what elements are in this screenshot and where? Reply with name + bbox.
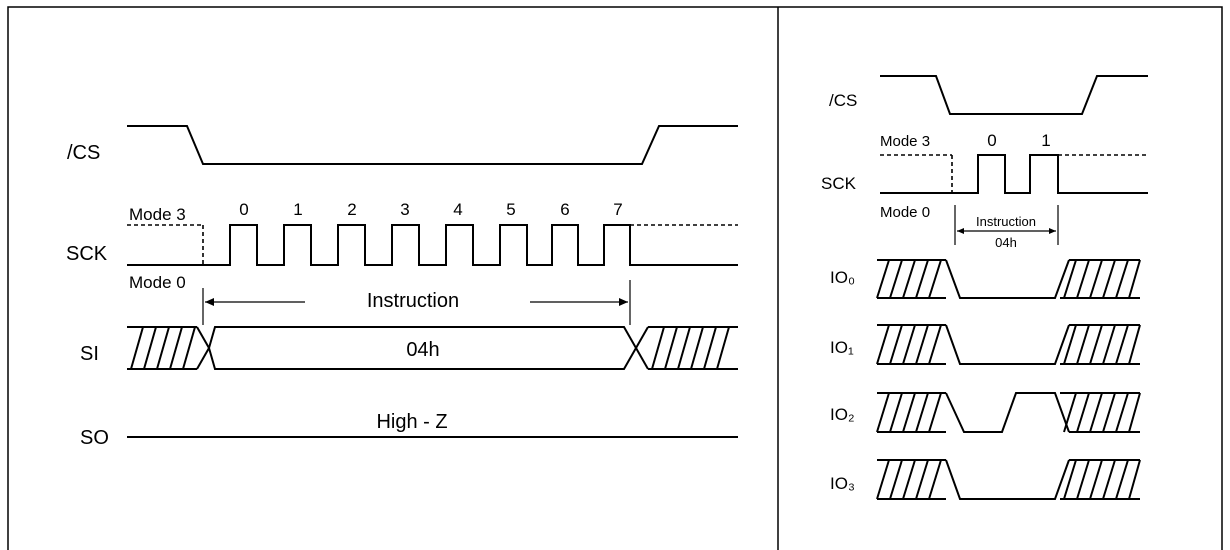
right-mode0-label: Mode 0: [880, 204, 930, 221]
right-panel: /CS SCK Mode 3 Mode 0 0 1 Instruction 04…: [821, 75, 1148, 500]
right-io1-label: IO₁: [830, 338, 854, 357]
left-instr-arrowhead-left: [205, 298, 214, 306]
right-sck-waveform: [880, 154, 1148, 194]
left-clock-num-4: 4: [453, 200, 462, 219]
left-sck-waveform: [127, 224, 738, 266]
left-cs-waveform: [127, 125, 738, 165]
right-clock-num-1: 1: [1041, 131, 1050, 150]
left-si-data-value: 04h: [406, 339, 439, 361]
right-io2-waveform: [876, 392, 1141, 433]
left-clock-num-3: 3: [400, 200, 409, 219]
left-clock-num-6: 6: [560, 200, 569, 219]
left-panel: /CS SCK Mode 3 Mode 0 0 1 2 3 4 5 6 7 In…: [66, 125, 738, 449]
right-data-value: 04h: [995, 235, 1017, 250]
left-sck-label: SCK: [66, 243, 108, 265]
right-cs-waveform: [880, 75, 1148, 115]
diagram-frame: [7, 6, 1223, 550]
left-clock-num-1: 1: [293, 200, 302, 219]
right-io0-waveform: [876, 259, 1141, 299]
left-si-dontcare-end: [635, 326, 738, 370]
left-clock-numbers: 0 1 2 3 4 5 6 7: [239, 200, 622, 219]
left-so-state: High - Z: [376, 411, 447, 433]
right-cs-label: /CS: [829, 91, 857, 110]
left-so-label: SO: [80, 427, 109, 449]
left-si-label: SI: [80, 343, 99, 365]
left-mode3-label: Mode 3: [129, 205, 186, 224]
right-io3-label: IO₃: [830, 474, 855, 493]
left-mode0-label: Mode 0: [129, 273, 186, 292]
right-instr-arrowhead-right: [1049, 228, 1056, 234]
right-io1-waveform: [876, 324, 1141, 365]
left-si-dontcare-start: [127, 326, 210, 370]
right-instruction-label: Instruction: [976, 214, 1036, 229]
left-clock-num-2: 2: [347, 200, 356, 219]
left-clock-num-7: 7: [613, 200, 622, 219]
left-clock-num-5: 5: [506, 200, 515, 219]
right-io2-label: IO₂: [830, 405, 855, 424]
right-io3-waveform: [876, 459, 1141, 500]
left-clock-num-0: 0: [239, 200, 248, 219]
right-mode3-label: Mode 3: [880, 133, 930, 150]
left-instruction-label: Instruction: [367, 290, 459, 312]
left-instr-arrowhead-right: [619, 298, 628, 306]
right-sck-label: SCK: [821, 174, 857, 193]
right-instr-arrowhead-left: [957, 228, 964, 234]
right-io0-label: IO₀: [830, 268, 855, 287]
right-clock-num-0: 0: [987, 131, 996, 150]
left-cs-label: /CS: [67, 142, 100, 164]
